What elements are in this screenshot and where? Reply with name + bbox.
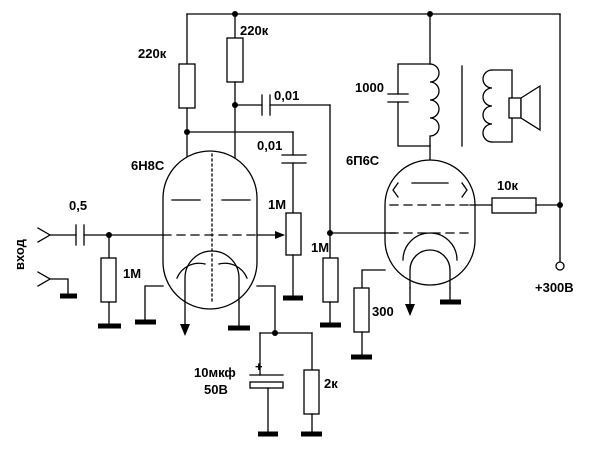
potentiometer-label: 1М [268, 197, 286, 212]
supply-terminal [555, 261, 565, 271]
tube-2 [361, 159, 493, 316]
tube-1-label: 6Н8С [131, 158, 165, 173]
output-transformer [387, 13, 541, 184]
cathode-resistor-1-label: 2к [324, 376, 338, 391]
tube-1 [135, 150, 285, 336]
input-section [37, 224, 184, 329]
screen-resistor-label: 10к [497, 178, 518, 193]
potentiometer [283, 212, 303, 301]
grid-leak-label: 1М [123, 266, 141, 281]
cathode-cap-voltage-label: 50В [204, 382, 228, 397]
cathode-cap-label: 10мкф [194, 365, 236, 380]
cathode-resistor-2 [351, 287, 372, 360]
cathode-resistor-2-label: 300 [372, 304, 394, 319]
tube-2-label: 6П6С [346, 153, 380, 168]
input-label: вход [12, 238, 27, 270]
grid-resistor-2-label: 1М [311, 240, 329, 255]
input-cap-label: 0,5 [69, 198, 87, 213]
coupling-cap-2-label: 0,01 [257, 138, 282, 153]
tone-cap-label: 1000 [355, 80, 384, 95]
speaker-icon [508, 97, 522, 119]
screen-resistor [491, 197, 561, 214]
input-arrow-bottom [37, 271, 52, 287]
coupling-cap-1-label: 0,01 [274, 88, 299, 103]
coupling-cap-2 [186, 131, 307, 214]
plate-resistor-2-label: 220к [240, 23, 269, 38]
cathode-cap-polarity: + [255, 359, 263, 374]
grid-resistor-2 [320, 232, 396, 328]
supply-label: +300В [535, 280, 574, 295]
plate-resistor-1-label: 220к [138, 46, 167, 61]
input-arrow-top [37, 227, 52, 243]
cathode-network-1 [249, 330, 322, 437]
